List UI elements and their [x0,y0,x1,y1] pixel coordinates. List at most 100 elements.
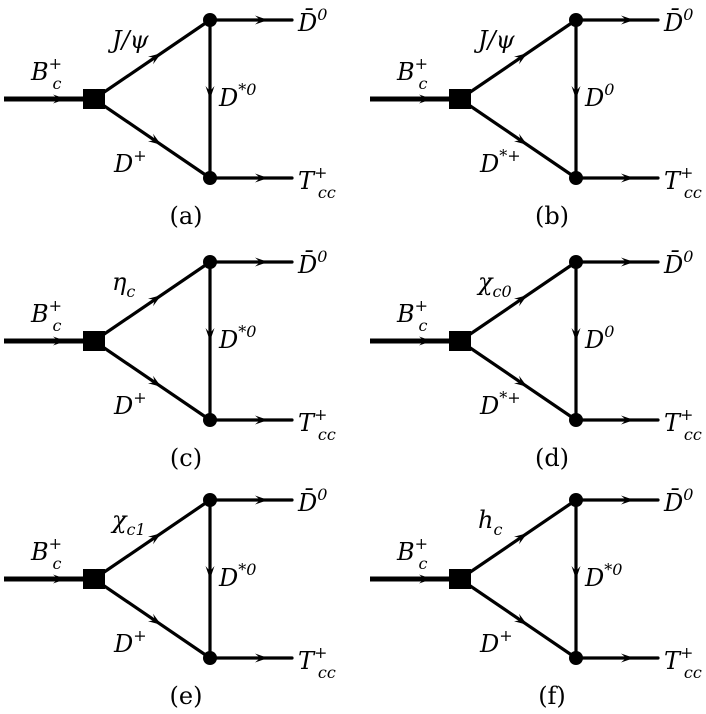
top-propagator [92,260,212,343]
out-top-arrow [255,257,268,267]
incoming-arrow [53,336,66,346]
out-top-label: D̄0 [297,5,327,37]
incoming-label-base: B [30,58,49,86]
incoming-arrow [53,574,66,584]
out-top-label-base: D̄ [297,251,317,279]
weak-vertex [449,331,471,351]
vertical-arrow [571,328,581,341]
vertical-propagator-label: D*0 [218,560,256,592]
vertical-propagator-label-sup: *0 [238,80,256,99]
vertical-propagator-label: D*0 [218,80,256,112]
diagram-caption: (b) [535,202,569,230]
bottom-propagator-label-sup: + [133,626,146,645]
incoming-label-sub: c [53,316,62,335]
out-bottom-label-sup: + [314,643,327,662]
incoming-label-sup: + [415,54,428,73]
out-bottom-label-sub: cc [318,183,336,202]
top-vertex [569,255,583,269]
top-propagator [92,18,212,101]
bottom-propagator-label-sup: + [133,388,146,407]
out-top-label-base: D̄ [297,9,317,37]
bottom-arrow [148,375,162,387]
top-propagator-label-base: η [112,268,127,296]
incoming-label-sub: c [53,554,62,573]
vertical-propagator-label-sup: *0 [238,322,256,341]
top-propagator-label-sub: c [493,520,502,539]
top-vertex [203,255,217,269]
out-top-label-sup: 0 [683,5,693,24]
vertical-propagator-label: D0 [584,80,614,112]
vertical-propagator-label: D*0 [218,322,256,354]
vertical-propagator-label-sup: 0 [604,322,614,341]
out-bottom-label-base: T [664,647,682,675]
bottom-propagator [92,97,212,180]
out-bottom-arrow [621,173,634,183]
bottom-vertex [203,171,217,185]
out-bottom-arrow [621,415,634,425]
bottom-propagator-label: D+ [113,388,147,420]
weak-vertex [83,89,105,109]
incoming-label-sup: + [49,534,62,553]
bottom-propagator-label-base: D [479,150,499,178]
incoming-label: B+c [396,296,428,335]
out-top-label: D̄0 [663,485,693,517]
incoming-arrow [419,94,432,104]
incoming-label-base: B [396,300,415,328]
incoming-label-base: B [396,538,415,566]
top-propagator-label: J/ψ [473,26,516,54]
out-bottom-label: T+cc [298,405,336,444]
vertical-propagator-label-base: D [584,326,604,354]
out-bottom-label: T+cc [298,163,336,202]
top-arrow [148,295,162,307]
out-top-arrow [255,495,268,505]
incoming-arrow [53,94,66,104]
out-top-label-base: D̄ [663,251,683,279]
top-propagator-label: ηc [112,268,135,301]
bottom-propagator [458,577,578,660]
bottom-propagator-label-sup: + [499,626,512,645]
out-top-label-base: D̄ [297,489,317,517]
incoming-label-base: B [396,58,415,86]
bottom-propagator-label-base: D [113,392,133,420]
top-arrow [514,533,528,545]
top-propagator-label: χc1 [110,506,146,539]
vertical-propagator-label-base: D [218,564,238,592]
out-top-label-sup: 0 [683,485,693,504]
diagram-b: B+cJ/ψD*+D0D̄0T+cc(b) [370,5,702,230]
out-top-label: D̄0 [663,247,693,279]
incoming-label-base: B [30,538,49,566]
top-arrow [148,53,162,65]
vertical-propagator-label-sup: 0 [604,80,614,99]
out-bottom-label: T+cc [664,405,702,444]
out-bottom-label: T+cc [664,643,702,682]
out-top-label: D̄0 [297,485,327,517]
out-bottom-arrow [255,653,268,663]
out-top-label-sup: 0 [317,247,327,266]
top-propagator-label-sub: c [126,282,135,301]
out-bottom-label-sub: cc [684,183,702,202]
top-propagator [458,498,578,581]
bottom-propagator-label: D+ [479,626,513,658]
out-top-arrow [621,15,634,25]
diagram-caption: (f) [538,682,566,710]
bottom-vertex [203,651,217,665]
incoming-label: B+c [396,54,428,93]
out-top-arrow [621,495,634,505]
bottom-propagator-label: D*+ [479,146,521,178]
out-top-label-sup: 0 [317,485,327,504]
vertical-arrow [205,328,215,341]
out-bottom-label-base: T [298,647,316,675]
top-arrow [148,533,162,545]
bottom-arrow [148,133,162,145]
out-bottom-label: T+cc [298,643,336,682]
top-propagator-label: χc0 [476,268,512,301]
incoming-label: B+c [30,296,62,335]
incoming-label: B+c [30,534,62,573]
bottom-arrow [514,613,528,625]
top-vertex [569,493,583,507]
out-bottom-label-base: T [664,167,682,195]
out-bottom-label-sup: + [314,163,327,182]
out-bottom-label-base: T [298,167,316,195]
